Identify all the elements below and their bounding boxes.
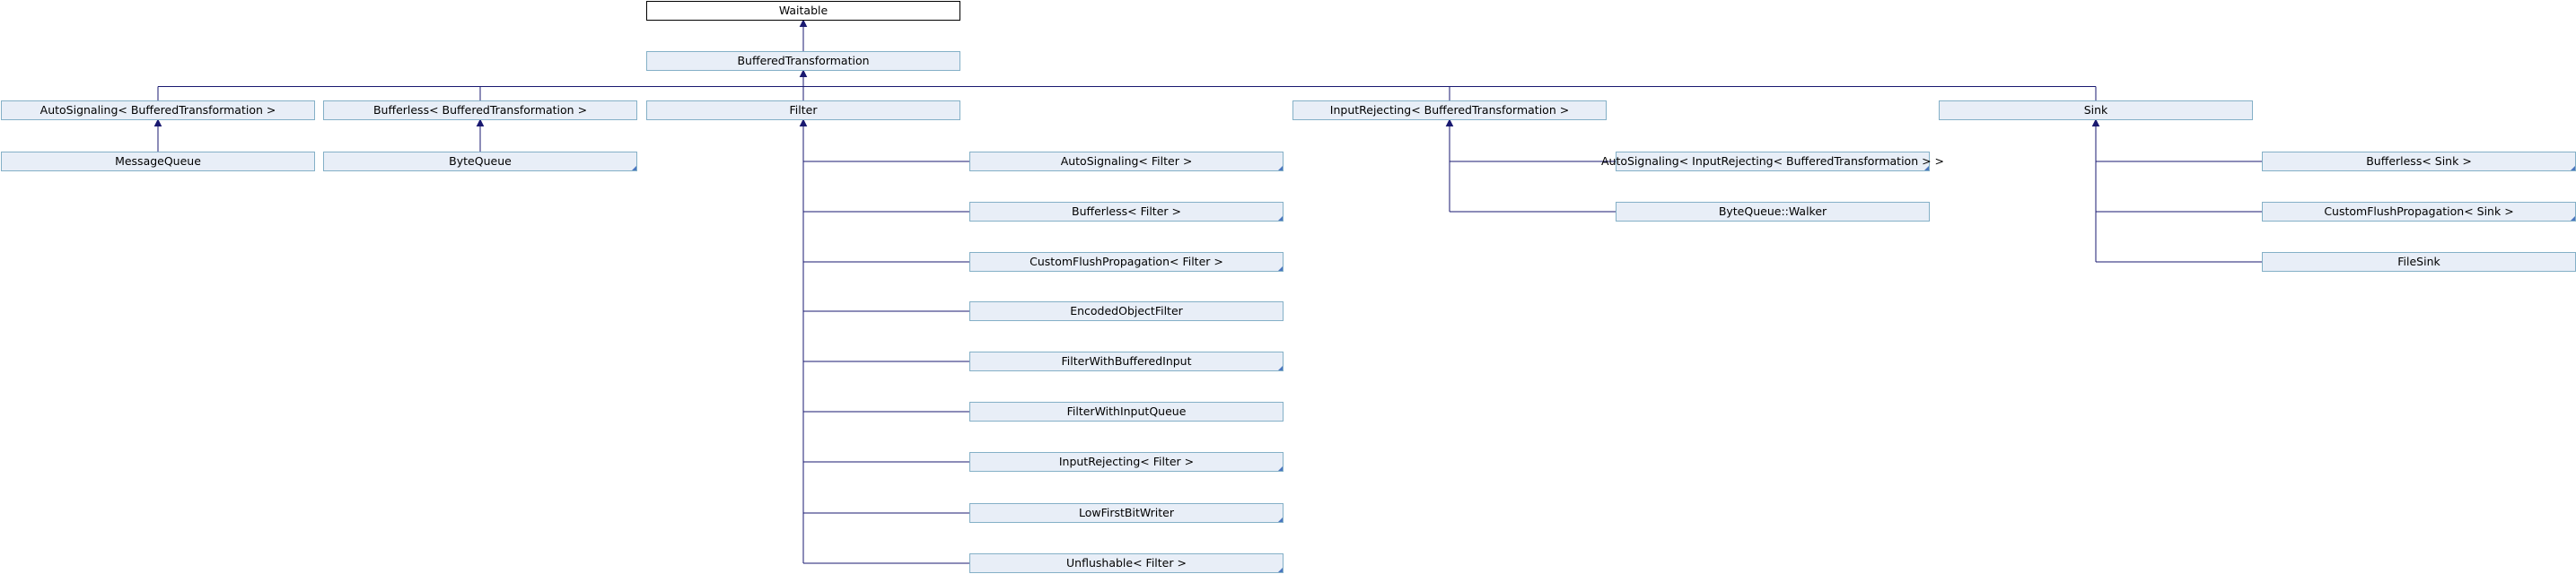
class-label: FileSink (2397, 255, 2440, 268)
class-node-filter-with-buffered-input[interactable]: FilterWithBufferedInput (969, 352, 1284, 371)
class-node-low-first-bit-writer[interactable]: LowFirstBitWriter (969, 503, 1284, 523)
class-box (969, 452, 1284, 472)
class-node-waitable: Waitable (646, 1, 960, 21)
class-node-filter[interactable]: Filter (646, 100, 960, 120)
class-label: InputRejecting< BufferedTransformation > (1330, 103, 1569, 117)
class-node-auto-signaling-ir-bt[interactable]: AutoSignaling< InputRejecting< BufferedT… (1601, 152, 1944, 171)
more-children-marker (632, 166, 636, 170)
inheritance-arrow (2091, 118, 2100, 126)
class-node-auto-signaling-bt[interactable]: AutoSignaling< BufferedTransformation > (1, 100, 315, 120)
class-node-byte-queue[interactable]: ByteQueue (323, 152, 637, 171)
class-box (1292, 100, 1607, 120)
class-box (1, 100, 315, 120)
class-node-auto-signaling-filter[interactable]: AutoSignaling< Filter > (969, 152, 1284, 171)
more-children-marker (1278, 517, 1283, 522)
class-label: EncodedObjectFilter (1070, 304, 1183, 317)
class-label: ByteQueue::Walker (1719, 204, 1827, 218)
class-box (323, 152, 637, 171)
class-label: Waitable (779, 4, 828, 17)
more-children-marker (1278, 266, 1283, 271)
class-label: CustomFlushPropagation< Sink > (2324, 204, 2513, 218)
class-label: FilterWithInputQueue (1067, 404, 1187, 418)
class-node-bufferless-filter[interactable]: Bufferless< Filter > (969, 202, 1284, 222)
more-children-marker (1924, 166, 1929, 170)
class-node-input-rejecting-filter[interactable]: InputRejecting< Filter > (969, 452, 1284, 472)
class-box (1939, 100, 2253, 120)
class-box (323, 100, 637, 120)
inheritance-arrow (153, 118, 162, 126)
class-node-message-queue[interactable]: MessageQueue (1, 152, 315, 171)
class-node-encoded-object-filter[interactable]: EncodedObjectFilter (969, 301, 1284, 321)
class-label: InputRejecting< Filter > (1059, 455, 1194, 468)
class-node-input-rejecting-bt[interactable]: InputRejecting< BufferedTransformation > (1292, 100, 1607, 120)
class-label: Bufferless< BufferedTransformation > (373, 103, 587, 117)
class-label: ByteQueue (449, 154, 512, 168)
class-label: AutoSignaling< BufferedTransformation > (40, 103, 276, 117)
more-children-marker (1278, 216, 1283, 221)
more-children-marker (2571, 166, 2575, 170)
class-box (1616, 202, 1930, 222)
class-box (969, 152, 1284, 171)
inheritance-arrow (799, 19, 808, 27)
class-box (646, 100, 960, 120)
class-label: Filter (790, 103, 819, 117)
class-node-custom-flush-filter[interactable]: CustomFlushPropagation< Filter > (969, 252, 1284, 272)
class-node-filter-with-input-queue[interactable]: FilterWithInputQueue (969, 402, 1284, 422)
class-label: CustomFlushPropagation< Filter > (1030, 255, 1223, 268)
class-node-bufferless-bt[interactable]: Bufferless< BufferedTransformation > (323, 100, 637, 120)
class-box (1616, 152, 1930, 171)
class-box (969, 553, 1284, 573)
inheritance-arrow (1445, 118, 1454, 126)
inheritance-arrow (799, 69, 808, 77)
class-box (969, 202, 1284, 222)
class-box (969, 301, 1284, 321)
more-children-marker (1278, 366, 1283, 370)
class-box (646, 51, 960, 71)
class-label: Bufferless< Sink > (2366, 154, 2472, 168)
class-label: MessageQueue (115, 154, 201, 168)
class-node-bufferless-sink[interactable]: Bufferless< Sink > (2262, 152, 2576, 171)
more-children-marker (1278, 568, 1283, 572)
class-node-file-sink[interactable]: FileSink (2262, 252, 2576, 272)
class-box (1, 152, 315, 171)
class-box (646, 1, 960, 21)
class-box (969, 503, 1284, 523)
class-node-byte-queue-walker[interactable]: ByteQueue::Walker (1616, 202, 1930, 222)
inheritance-arrow (476, 118, 485, 126)
more-children-marker (2571, 216, 2575, 221)
class-label: Sink (2084, 103, 2108, 117)
class-node-sink[interactable]: Sink (1939, 100, 2253, 120)
inheritance-arrow (799, 118, 808, 126)
more-children-marker (1278, 166, 1283, 170)
class-label: AutoSignaling< Filter > (1061, 154, 1193, 168)
class-label: BufferedTransformation (737, 54, 869, 67)
class-box (969, 402, 1284, 422)
class-label: AutoSignaling< InputRejecting< BufferedT… (1601, 154, 1944, 168)
class-label: Unflushable< Filter > (1066, 556, 1187, 570)
class-node-custom-flush-sink[interactable]: CustomFlushPropagation< Sink > (2262, 202, 2576, 222)
class-box (969, 252, 1284, 272)
class-node-buffered-transformation[interactable]: BufferedTransformation (646, 51, 960, 71)
inheritance-edges (153, 19, 2263, 564)
class-label: Bufferless< Filter > (1072, 204, 1181, 218)
class-label: FilterWithBufferedInput (1062, 354, 1192, 368)
class-label: LowFirstBitWriter (1079, 506, 1175, 519)
class-box (969, 352, 1284, 371)
class-node-unflushable-filter[interactable]: Unflushable< Filter > (969, 553, 1284, 573)
more-children-marker (1278, 466, 1283, 471)
